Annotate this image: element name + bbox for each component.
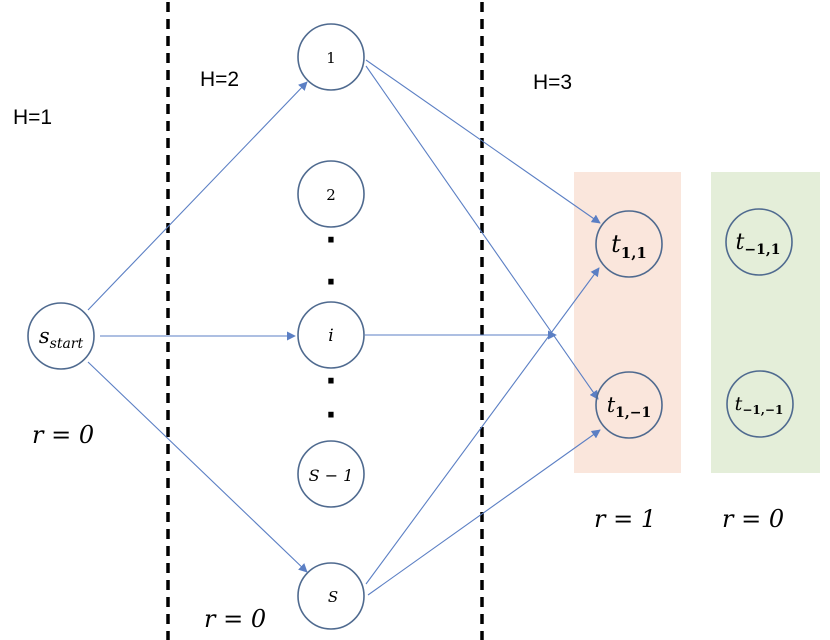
ellipsis-upper: · · bbox=[325, 223, 336, 300]
svg-text:·: · bbox=[325, 223, 336, 258]
svg-text:2: 2 bbox=[326, 186, 336, 204]
svg-text:t1,−1: t1,−1 bbox=[607, 393, 652, 421]
svg-text:sstart: sstart bbox=[39, 324, 84, 352]
edge-1-to-t1m1 bbox=[365, 65, 599, 400]
node-terminal-minus1-1: t−1,1 bbox=[725, 208, 793, 276]
node-state-2: 2 bbox=[297, 160, 365, 228]
svg-text:·: · bbox=[325, 398, 336, 433]
node-state-1: 1 bbox=[297, 23, 365, 91]
node-state-i: i bbox=[297, 301, 365, 369]
ellipsis-lower: · · bbox=[325, 364, 336, 433]
edge-S-to-t1m1 bbox=[367, 429, 601, 596]
layer-label-h1: H=1 bbox=[13, 106, 52, 129]
reward-label-start: r = 0 bbox=[32, 421, 94, 449]
svg-text:t−1,1: t−1,1 bbox=[736, 230, 781, 258]
node-state-S: S bbox=[297, 562, 365, 630]
layer-label-h3: H=3 bbox=[533, 71, 572, 94]
svg-text:S − 1: S − 1 bbox=[309, 466, 354, 485]
layer-label-h2: H=2 bbox=[200, 68, 239, 91]
edges bbox=[87, 59, 601, 596]
reward-label-middle: r = 0 bbox=[204, 605, 266, 633]
svg-text:t−1,−1: t−1,−1 bbox=[735, 393, 784, 417]
svg-text:1: 1 bbox=[326, 49, 336, 67]
edge-start-to-1 bbox=[87, 81, 308, 311]
svg-text:t1,1: t1,1 bbox=[611, 230, 647, 262]
svg-text:i: i bbox=[328, 326, 333, 346]
edge-1-to-t11 bbox=[365, 59, 601, 224]
svg-text:·: · bbox=[325, 364, 336, 399]
node-terminal-1-1: t1,1 bbox=[595, 210, 663, 278]
node-start: sstart bbox=[27, 302, 95, 370]
edge-start-to-S bbox=[87, 361, 308, 573]
node-terminal-minus1-minus1: t−1,−1 bbox=[726, 370, 794, 438]
negative-terminal-region bbox=[711, 172, 820, 473]
reward-label-positive: r = 1 bbox=[594, 505, 656, 533]
svg-text:S: S bbox=[328, 588, 338, 606]
svg-text:·: · bbox=[325, 265, 336, 300]
node-terminal-1-minus1: t1,−1 bbox=[595, 371, 663, 439]
reward-label-negative: r = 0 bbox=[722, 505, 784, 533]
node-state-S-minus-1: S − 1 bbox=[297, 440, 365, 508]
edge-S-to-t11 bbox=[365, 267, 600, 585]
